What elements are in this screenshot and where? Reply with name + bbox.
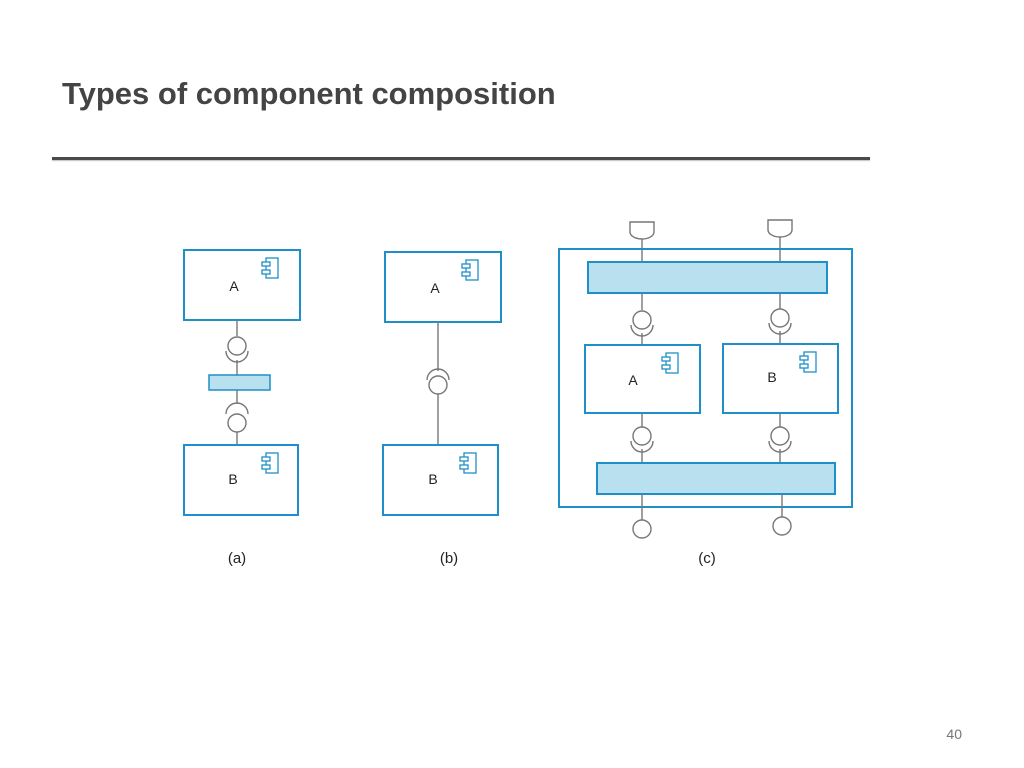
panel-c: A B (c) xyxy=(558,219,853,567)
interface-connector xyxy=(630,413,654,463)
component-b-label: B xyxy=(767,369,776,385)
composite-container xyxy=(558,248,853,508)
external-port-top-right xyxy=(767,219,793,262)
panel-a: A B (a) xyxy=(183,249,301,567)
external-port-bottom-right xyxy=(772,494,792,536)
component-a-label: A xyxy=(430,280,440,296)
component-b-box xyxy=(382,444,499,516)
interface-connector xyxy=(630,293,654,345)
component-a-label: A xyxy=(628,372,638,388)
interface-connector xyxy=(225,320,249,375)
external-port-bottom-left xyxy=(632,494,652,539)
interface-connector xyxy=(768,413,792,463)
component-b-box xyxy=(722,343,839,414)
component-a-box xyxy=(183,249,301,321)
component-a-box xyxy=(384,251,502,323)
component-b-label: B xyxy=(228,471,237,487)
panel-c-caption: (c) xyxy=(698,550,716,567)
panel-b-caption: (b) xyxy=(440,550,458,567)
title-rule xyxy=(52,157,870,160)
interface-connector xyxy=(426,322,450,445)
component-a-box xyxy=(584,344,701,414)
component-b-box xyxy=(183,444,299,516)
component-b-label: B xyxy=(428,471,437,487)
interface-connector xyxy=(768,293,792,344)
panel-a-caption: (a) xyxy=(228,550,246,567)
interface-connector xyxy=(225,390,249,445)
component-a-label: A xyxy=(229,278,239,294)
slide-title: Types of component composition xyxy=(62,76,556,111)
glue-component xyxy=(208,374,271,391)
external-port-top-left xyxy=(629,221,655,262)
panel-b: A B (b) xyxy=(382,251,502,567)
bottom-glue-component xyxy=(596,462,836,495)
page-number: 40 xyxy=(946,726,962,742)
top-glue-component xyxy=(587,261,828,294)
